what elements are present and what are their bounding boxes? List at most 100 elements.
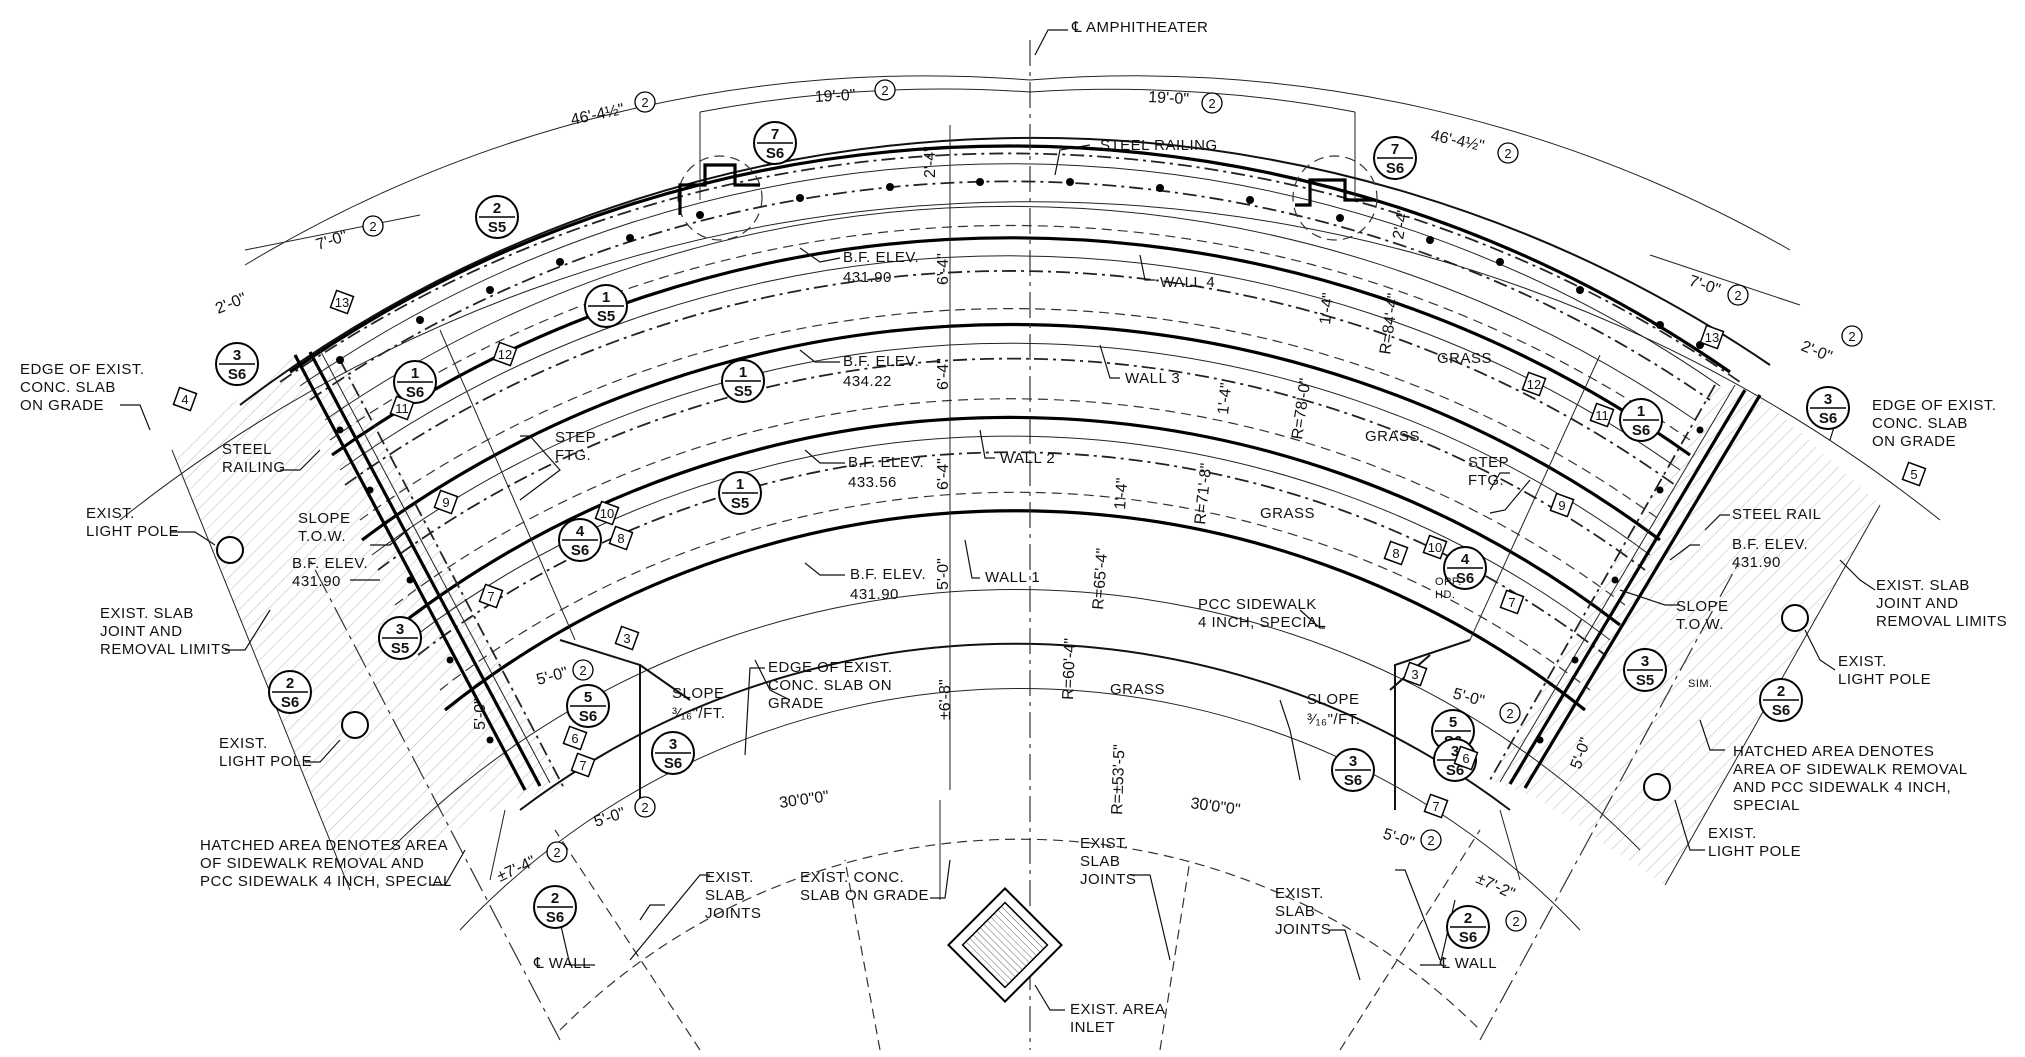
label-exist-slab-joints-right-b: SLAB [1275, 903, 1315, 920]
dim-r78: R=78'-0" [1289, 377, 1314, 440]
dim-30-right: 30'0"0" [1189, 795, 1241, 819]
section-number: 5 [1449, 714, 1457, 731]
section-number: 3 [1641, 653, 1649, 670]
label-edge-left-c: ON GRADE [20, 397, 104, 414]
label-step-ftg-left-a: STEP [555, 429, 596, 446]
label-step-ftg-left-b: FTG. [555, 447, 591, 464]
label-exist-slab-joints-right-a: EXIST. [1275, 885, 1324, 902]
label-edge-right-c: ON GRADE [1872, 433, 1956, 450]
label-sim: SIM. [1688, 678, 1713, 690]
dim-6-4-c: 6'-4" [935, 458, 952, 490]
keynote-marker: 13 [1699, 324, 1725, 350]
label-wall4: WALL 4 [1160, 274, 1215, 291]
label-wall2: WALL 2 [1000, 450, 1055, 467]
section-sheet: S6 [579, 708, 597, 725]
keynote-marker: 3 [1402, 661, 1428, 687]
label-edge-center-c: GRADE [768, 695, 824, 712]
label-hatched-right-b: AREA OF SIDEWALK REMOVAL [1733, 761, 1968, 778]
hatched-area-left [172, 355, 565, 890]
label-slope-right-a: SLOPE [1307, 691, 1360, 708]
label-light-pole-right1-a: EXIST. [1838, 653, 1887, 670]
dim-2-right: 2'-0" [1799, 338, 1835, 366]
section-marker: 4S6 [558, 518, 602, 562]
section-number: 3 [1451, 743, 1459, 760]
label-inlet-a: EXIST. AREA [1070, 1001, 1166, 1018]
keynote-marker: 5 [1901, 461, 1927, 487]
section-number: 3 [233, 347, 241, 364]
label-grass-1: GRASS [1437, 350, 1492, 367]
label-slab-joint-right-b: JOINT AND [1876, 595, 1959, 612]
keynote-marker: 7 [1423, 793, 1449, 819]
keynote-number: 7 [1432, 799, 1439, 814]
keynote-marker: 8 [1383, 540, 1409, 566]
label-light-pole-left1-b: LIGHT POLE [86, 523, 179, 540]
keynote-marker: 12 [1521, 371, 1547, 397]
label-wall1: WALL 1 [985, 569, 1040, 586]
railing-posts [336, 178, 1704, 744]
label-bf-elev-wall2-b: 433.56 [848, 474, 897, 491]
label-wall3: WALL 3 [1125, 370, 1180, 387]
area-inlet [947, 887, 1063, 1003]
annotations: ℄ AMPHITHEATER STEEL RAILING WALL 4 WALL… [20, 19, 2007, 1036]
dimension-note-number: 2 [579, 663, 586, 678]
section-marker: 2S6 [268, 670, 312, 714]
label-slope-left-b: ³⁄₁₆"/FT. [672, 705, 725, 722]
label-hatched-right-d: SPECIAL [1733, 797, 1800, 814]
keynote-number: 10 [600, 506, 614, 521]
keynote-marker: 7 [1499, 589, 1525, 615]
keynote-marker: 7 [570, 752, 596, 778]
label-hatched-left-a: HATCHED AREA DENOTES AREA [200, 837, 448, 854]
dim-r71: R=71'-8" [1192, 462, 1215, 525]
dim-7-left: 7'-0" [314, 228, 350, 254]
section-marker: 3S6 [651, 731, 695, 775]
section-marker: 7S6 [753, 121, 797, 165]
section-number: 1 [736, 476, 744, 493]
section-sheet: S6 [406, 384, 424, 401]
dimension-note-number: 2 [641, 800, 648, 815]
label-slab-joint-right-c: REMOVAL LIMITS [1876, 613, 2007, 630]
keynote-number: 12 [1527, 377, 1541, 392]
section-number: 7 [1391, 141, 1399, 158]
section-number: 3 [1349, 753, 1357, 770]
hatched-area-right [1490, 385, 1880, 885]
section-sheet: S6 [1772, 702, 1790, 719]
keynote-number: 8 [1392, 546, 1399, 561]
keynote-marker: 12 [492, 341, 518, 367]
section-sheet: S6 [766, 145, 784, 162]
dim-5-0-l3: 5'-0" [592, 805, 628, 831]
label-bf-elev-wall1-b: 431.90 [850, 586, 899, 603]
section-marker: 1S6 [393, 360, 437, 404]
dim-5-0-r1: 5'-0" [1451, 685, 1486, 710]
dim-1-4-c: 1'-4" [1112, 477, 1131, 510]
label-hatched-right-c: AND PCC SIDEWALK 4 INCH, [1733, 779, 1951, 796]
section-number: 7 [771, 126, 779, 143]
section-number: 5 [584, 689, 592, 706]
label-grass-3: GRASS [1260, 505, 1315, 522]
label-exist-slab-joints-left-c: JOINTS [705, 905, 761, 922]
keynote-number: 4 [181, 392, 188, 407]
keynote-number: 11 [395, 401, 409, 416]
label-edge-right-b: CONC. SLAB [1872, 415, 1968, 432]
label-bf-right-a: B.F. ELEV. [1732, 536, 1808, 553]
section-number: 1 [739, 364, 747, 381]
light-pole-left1 [216, 536, 244, 564]
label-edge-left-a: EDGE OF EXIST. [20, 361, 145, 378]
label-exist-slab-joints-left-b: SLAB [705, 887, 745, 904]
keynote-number: 7 [1508, 595, 1515, 610]
section-number: 4 [576, 523, 585, 540]
label-exist-slab-joints-center-a: EXIST. [1080, 835, 1129, 852]
section-marker: 2S6 [1759, 678, 1803, 722]
keynote-number: 3 [1411, 667, 1418, 682]
dim-2-4-right: 2'-4" [1390, 206, 1412, 240]
label-cl-wall-right: ℄ WALL [1439, 955, 1497, 972]
section-number: 2 [1464, 910, 1472, 927]
dim-6-4-a: 6'-4" [935, 253, 952, 285]
keynote-number: 8 [617, 531, 624, 546]
label-bf-elev-wall1-a: B.F. ELEV. [850, 566, 926, 583]
section-marker: 3S6 [1806, 386, 1850, 430]
section-marker: 1S5 [718, 471, 762, 515]
dim-1-4-b: 1'-4" [1215, 382, 1235, 415]
label-amphitheater-centerline: ℄ AMPHITHEATER [1071, 19, 1208, 36]
